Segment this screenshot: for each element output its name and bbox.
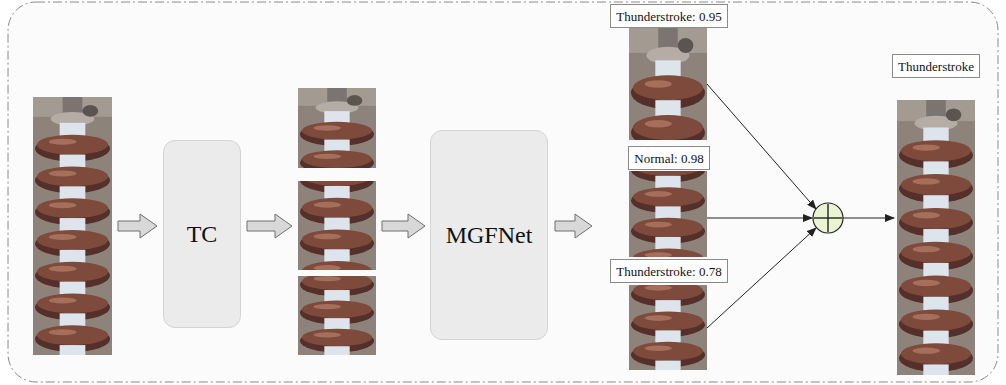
insulator-photo bbox=[33, 97, 112, 355]
box-title: TC bbox=[187, 221, 218, 248]
score-label: Normal: 0.98 bbox=[628, 146, 709, 170]
insulator-crop bbox=[298, 276, 376, 355]
process-box: MGFNet bbox=[430, 130, 548, 340]
insulator-crop bbox=[298, 88, 376, 168]
block-arrow bbox=[382, 214, 425, 238]
output-arrow bbox=[843, 218, 894, 219]
insulator-crop bbox=[629, 171, 707, 257]
dash-dot-frame bbox=[8, 2, 998, 382]
score-text: Thunderstroke: 0.78 bbox=[616, 264, 721, 279]
sum-symbol bbox=[813, 203, 843, 233]
score-label: Thunderstroke: 0.78 bbox=[610, 259, 727, 283]
score-label: Thunderstroke: 0.95 bbox=[610, 4, 727, 28]
score-text: Thunderstroke: 0.95 bbox=[616, 9, 721, 24]
insulator-photo bbox=[897, 100, 975, 375]
block-arrow bbox=[555, 214, 592, 238]
score-text: Normal: 0.98 bbox=[634, 151, 703, 166]
insulator-crop bbox=[629, 285, 707, 370]
block-arrow bbox=[247, 214, 292, 238]
process-box: TC bbox=[163, 140, 241, 328]
box-title: MGFNet bbox=[446, 222, 533, 249]
sum-symbol bbox=[814, 217, 842, 218]
result-label: Thunderstroke bbox=[892, 54, 980, 78]
fusion-line bbox=[707, 218, 812, 219]
fusion-line bbox=[707, 84, 816, 209]
insulator-crop bbox=[298, 181, 376, 270]
insulator-crop bbox=[629, 28, 707, 140]
block-arrow bbox=[118, 214, 157, 238]
score-text: Thunderstroke bbox=[898, 59, 974, 74]
